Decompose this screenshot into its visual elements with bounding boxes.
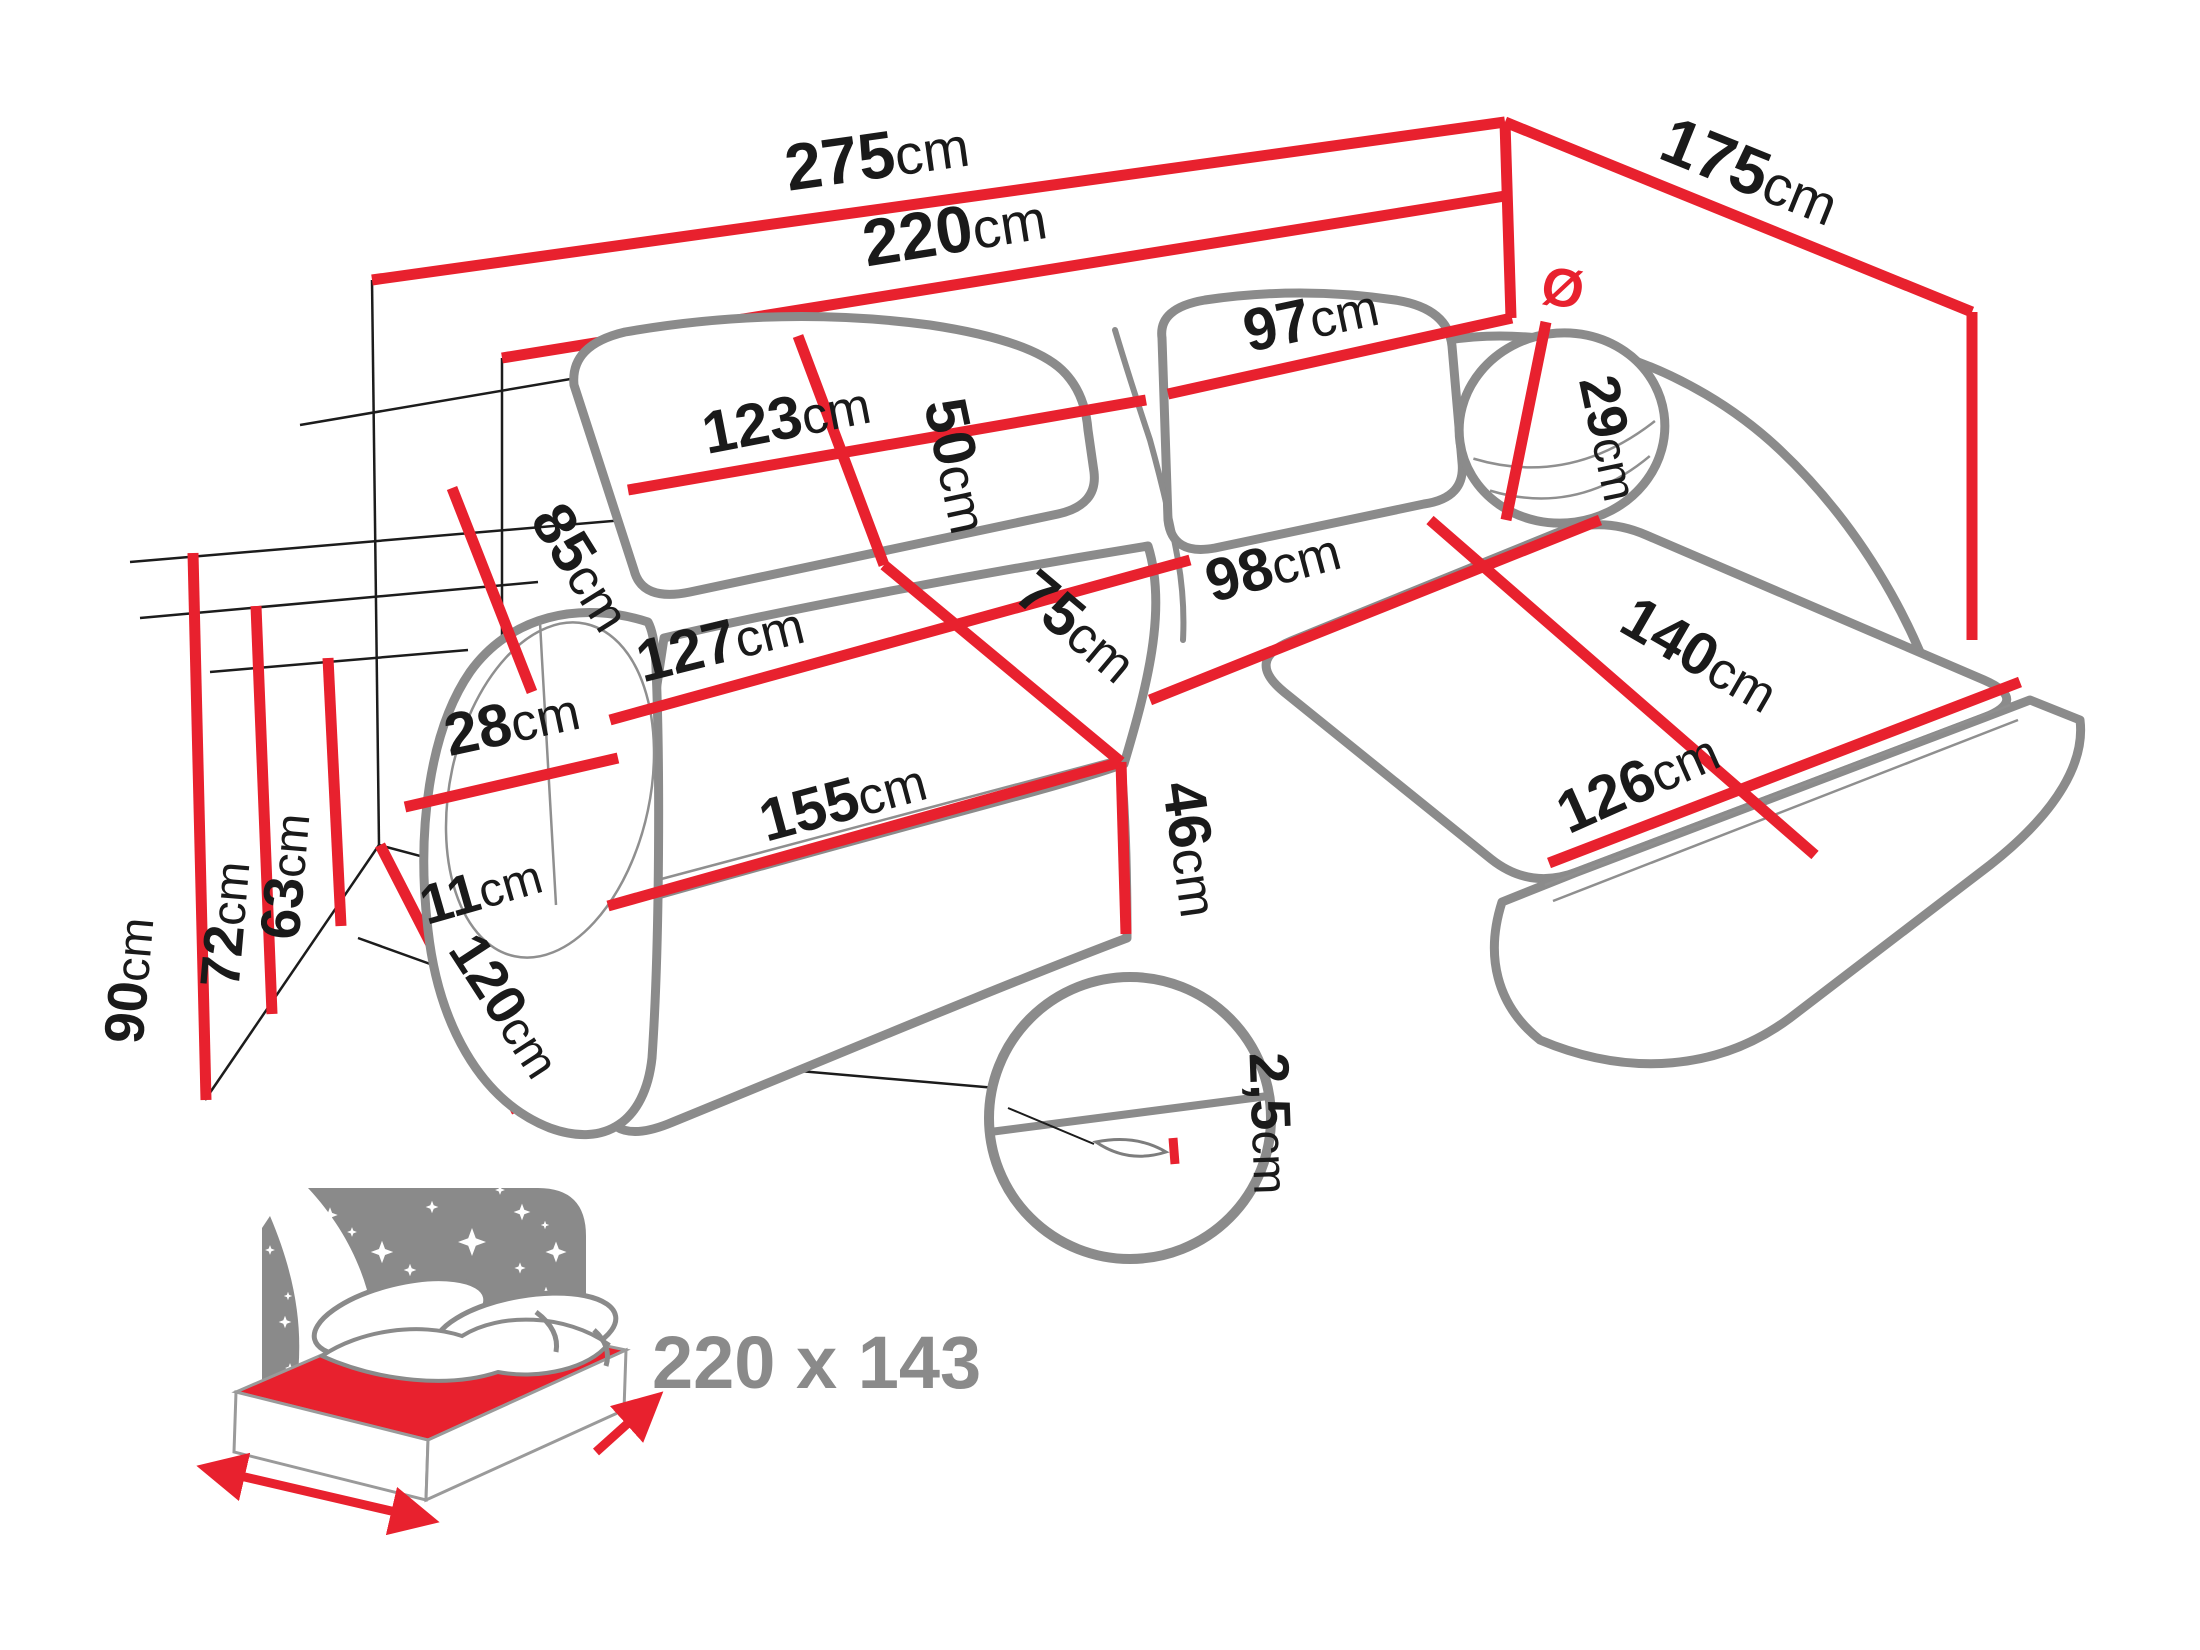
dim-label-seat-width: 220cm (857, 178, 1051, 280)
sofa-bolster-cushion (1454, 328, 1670, 528)
dim-line-backrest-left-width (627, 394, 1147, 496)
dim-line-backrest-right-width (1166, 312, 1514, 400)
sofa-seat-lip-seam (649, 756, 1117, 884)
dim-line-front-width (606, 756, 1123, 912)
dim-line-total-depth (1502, 116, 1975, 318)
dim-line-height-armrest (322, 657, 347, 927)
bed-icon-duvet-fold-1 (534, 1310, 560, 1353)
dim-line-seat-height (1115, 761, 1132, 935)
sofa-dimension-lines (403, 312, 2022, 935)
sofa-armrest-left (419, 608, 664, 1140)
dim-line-armrest-length (446, 485, 538, 695)
bed-icon-duvet (317, 1317, 611, 1383)
star-icon (296, 1256, 308, 1268)
sofa-chaise-lip-seam-1 (1544, 703, 2011, 887)
sofa-backrest-right (1157, 288, 1467, 554)
dim-line-seat-cross (880, 560, 1125, 767)
bolster-seam-1 (1473, 420, 1656, 469)
dim-label-detail-gap: 2,5cm (1238, 1051, 1306, 1195)
magnifier-gap-pocket (1092, 1138, 1170, 1158)
bed-icon-night-panel-sliver (262, 1216, 300, 1390)
dim-label-height-armrest: 63cm (248, 811, 322, 942)
wall-corner-edge (1499, 121, 1517, 319)
dim-line-total-width (371, 116, 1506, 286)
dim-line-chaise-length (1426, 515, 1819, 860)
dim-label-seat-depth: 127cm (630, 589, 811, 695)
bed-width-arrow-icon (592, 1391, 664, 1456)
dim-line-bolster-diameter (1500, 320, 1552, 522)
magnifier-pointer-line (1007, 1107, 1095, 1145)
detail-magnifier: 2,5cm (984, 972, 1306, 1264)
height-reference-line-72 (139, 580, 539, 620)
sofa-outline (419, 288, 2086, 1140)
height-reference-line-top (299, 372, 601, 427)
bolster-outline (1454, 328, 1670, 528)
dim-label-height-backrest: 72cm (188, 859, 262, 990)
dim-line-seat-right-width (1147, 514, 1603, 706)
dim-label-front-width: 155cm (752, 746, 933, 855)
bed-length-arrow-icon (196, 1452, 440, 1536)
projection-line-left-wall (370, 279, 381, 846)
sofa-backrest-crease (1112, 327, 1187, 643)
dim-line-chaise-width (1547, 676, 2022, 869)
magnifier-base-edge (989, 1092, 1269, 1136)
dim-label-backrest-height: 50cm (911, 392, 1005, 539)
armrest-seam-oval (444, 621, 656, 959)
height-reference-line-63 (209, 648, 469, 674)
bed-icon-duvet-fold-2 (592, 1328, 610, 1367)
height-reference-line-90 (129, 516, 649, 564)
dim-line-height-backrest (250, 605, 278, 1015)
dim-line-seat-depth (608, 554, 1192, 726)
dimension-labels: 275cm 220cm 175cm 123cm 97cm 50cm 85cm 2… (92, 102, 1847, 1088)
armrest-seam-line (538, 621, 558, 906)
dim-line-armrest-width (403, 752, 620, 813)
dim-label-bolster-diameter: 29cm (1567, 370, 1655, 507)
dim-label-bolster-symbol: Ø (1536, 255, 1590, 322)
dim-line-height-total (187, 552, 212, 1101)
dim-label-backrest-right-width: 97cm (1237, 271, 1384, 365)
dim-label-total-width: 275cm (780, 106, 973, 205)
bed-size-label: 220 x 143 (652, 1321, 981, 1404)
dim-label-armrest-width: 28cm (438, 675, 585, 769)
dim-label-seat-height: 46cm (1150, 777, 1235, 921)
sofa-bed-icon: 220 x 143 (196, 1185, 981, 1536)
magnifier-gap-tick (1168, 1137, 1180, 1165)
sofa-chaise-front (1489, 695, 2086, 1069)
dim-label-height-total: 90cm (92, 915, 166, 1046)
magnifier-circle (984, 972, 1276, 1264)
dim-label-seat-right-width: 98cm (1198, 515, 1347, 615)
dim-line-backrest-height (792, 334, 890, 567)
sofa-chaise-lip-seam-2 (1552, 718, 2019, 903)
floor-baseline (203, 844, 381, 1101)
